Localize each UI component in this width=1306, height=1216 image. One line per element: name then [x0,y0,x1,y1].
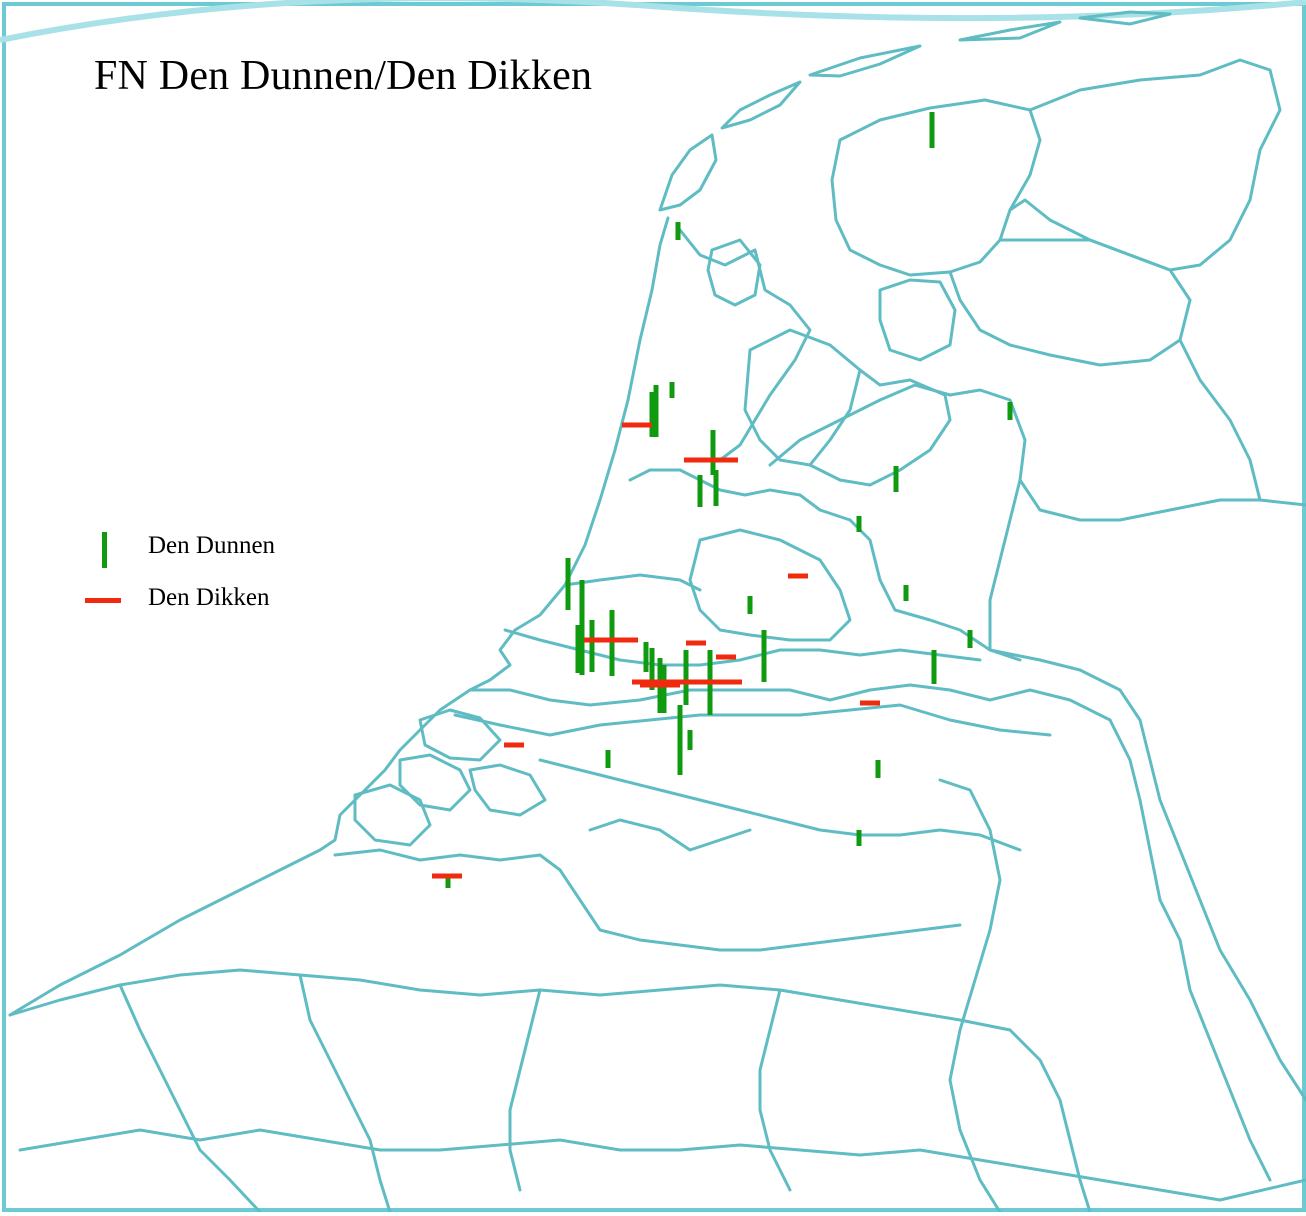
den-dikken-mark [716,654,736,660]
border-flevoland-dike [768,383,952,467]
den-dunnen-mark [653,385,659,437]
island-ameland [958,20,1062,42]
border-west-friesland [706,238,762,307]
river-belt-north [468,683,1112,722]
den-dunnen-mark [903,585,909,601]
map-title: FN Den Dunnen/Den Dikken [94,53,593,99]
border-north-holland-south [628,468,852,522]
den-dikken-mark [788,573,808,579]
border-belgium-east [1008,1028,1092,1214]
border-north-brabant-west [588,818,752,852]
island-schiermonnikoog [1078,10,1172,26]
den-dikken-mark [686,640,706,646]
border-north-brabant-north [538,758,1022,852]
border-utrecht [688,528,852,642]
den-dunnen-mark [931,650,937,684]
border-belgium-mid [118,983,262,1214]
den-dikken-mark [432,873,462,879]
island-zeeland-1 [418,708,502,762]
island-terschelling [808,44,922,78]
den-dikken-mark [622,422,652,428]
den-dunnen-mark [747,596,753,614]
den-dikken-mark [584,637,638,643]
den-dunnen-mark [761,630,767,682]
legend-label-den-dunnen: Den Dunnen [148,532,276,559]
legend-horizontal-bar-icon [85,598,121,603]
coast-west [8,216,670,1017]
den-dunnen-mark [893,466,899,492]
den-dunnen-mark [589,620,595,672]
den-dunnen-mark [445,874,451,888]
border-drenthe [948,238,1192,367]
border-limburg [938,778,1002,1214]
den-dunnen-mark [710,430,716,475]
river-belt-south [453,703,1052,737]
island-zeeland-2 [398,753,472,812]
border-gelderland-east [988,478,1306,1102]
island-zeeland-4 [468,763,547,817]
den-dunnen-mark [967,630,973,648]
den-dunnen-mark [669,382,675,398]
den-dunnen-mark [605,750,611,768]
den-dunnen-mark [856,830,862,846]
island-zeeland-3 [353,783,432,847]
legend-label-den-dikken: Den Dikken [148,584,270,611]
mark-layer [432,112,1013,888]
den-dikken-mark [504,742,524,748]
den-dunnen-mark [579,580,585,675]
den-dunnen-mark [649,392,655,437]
border-flevoland [743,328,952,487]
border-north-holland-east [678,228,812,462]
border-gelderland-west [848,518,1022,662]
den-dunnen-mark [643,642,649,672]
den-dikken-mark [640,682,680,688]
border-flevoland-split [808,368,862,467]
den-dunnen-mark [856,516,862,532]
den-dunnen-mark [697,475,703,507]
den-dunnen-mark [929,112,935,148]
border-belgium-south [18,1128,1306,1202]
border-friesland [830,98,1042,277]
den-dunnen-mark [677,705,683,775]
den-dunnen-mark [609,610,615,676]
island-texel [658,133,718,212]
den-dikken-mark [860,700,880,706]
border-overijssel [948,388,1306,522]
border-south-holland [563,573,702,592]
den-dunnen-mark [649,648,655,690]
border-overijssel-south [1178,338,1262,502]
den-dunnen-mark [675,222,681,240]
border-belgium-mid-4 [758,988,792,1192]
border-noordoostpolder [878,278,957,362]
border-german [1108,718,1272,1182]
den-dunnen-mark [683,650,689,705]
border-zeeuws-vlaanderen [333,848,562,872]
den-dikken-mark [632,679,742,685]
border-belgium-mid-3 [508,988,542,1192]
border-groningen [1008,58,1282,272]
border-belgium-north [8,968,1012,1032]
island-vlieland [720,80,802,130]
den-dunnen-mark [875,760,881,778]
den-dunnen-mark [687,730,693,750]
border-belgium-mid-2 [298,973,392,1214]
den-dunnen-mark [1007,402,1013,420]
den-dunnen-mark [713,470,719,506]
border-north-brabant-south [558,868,962,952]
legend-vertical-bar-icon [102,532,107,568]
den-dunnen-mark [565,558,571,610]
den-dunnen-mark [575,625,581,673]
den-dikken-mark [684,457,738,463]
region-borders [8,10,1306,1214]
den-dunnen-mark [661,665,667,713]
